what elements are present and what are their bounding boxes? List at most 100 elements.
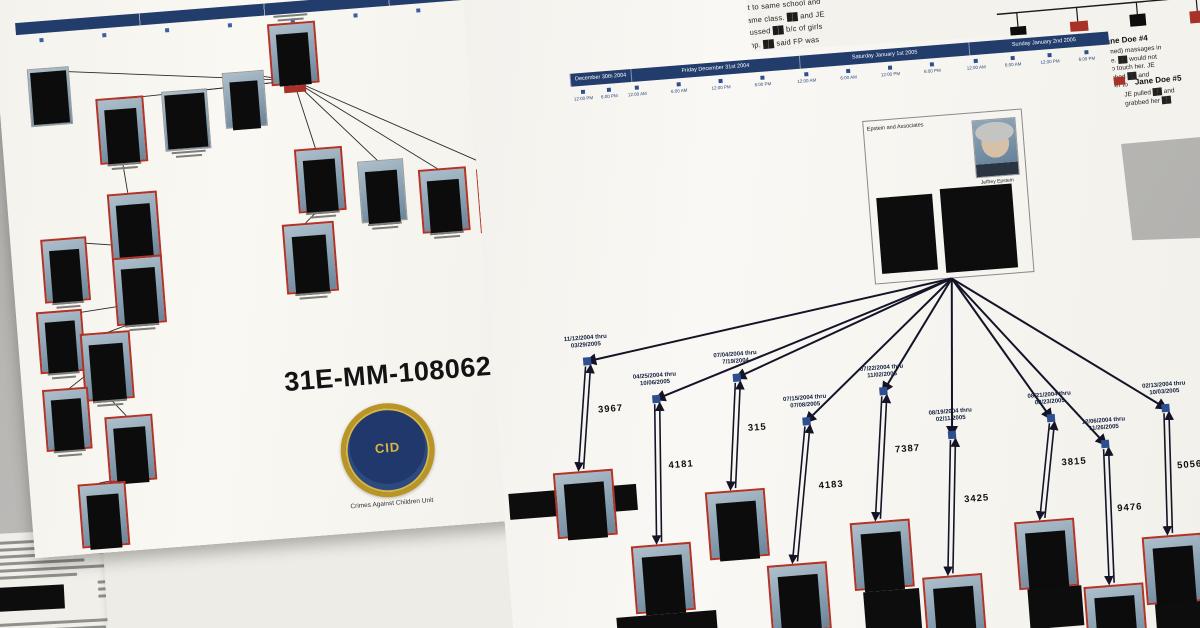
timeline-time: 6:00 PM	[1078, 55, 1096, 62]
redacted-photo	[1014, 518, 1079, 590]
branch-dates: 07/22/2004 thru 11/02/2005	[859, 363, 904, 380]
redaction-box	[48, 248, 84, 305]
timeline-tick	[888, 66, 892, 70]
right-chart-sheet: December 30th 2004 Friday December 31st …	[462, 0, 1200, 628]
branch-dates: 07/04/2004 thru 7/19/2004	[713, 350, 757, 366]
timeline-tick	[974, 59, 978, 63]
timeline-time: 12:00 PM	[880, 70, 901, 78]
branch-count: 3815	[1061, 455, 1088, 469]
redacted-photo	[281, 220, 340, 296]
redacted-photo	[77, 480, 131, 550]
redaction-box	[1189, 10, 1200, 24]
timeline-tick	[416, 8, 421, 13]
redaction-box	[89, 342, 127, 403]
redacted-photo	[705, 488, 770, 560]
branch-dates: 08/19/2004 thru 02/11/2005	[928, 407, 973, 424]
epstein-portrait	[971, 117, 1019, 178]
redaction-box	[863, 588, 922, 628]
redaction-box	[1152, 546, 1197, 607]
timeline-tick	[930, 62, 934, 66]
branch-node	[583, 357, 592, 366]
branch-dates: 11/12/2004 thru 03/29/2005	[563, 333, 608, 350]
timeline-tick	[677, 82, 681, 86]
branch-node	[802, 417, 811, 426]
redacted-photo	[417, 166, 471, 235]
redacted-photo	[553, 469, 618, 540]
branch-dates: 04/25/2004 thru 10/06/2005	[632, 371, 677, 388]
redaction-box	[364, 169, 401, 226]
timeline-tick	[164, 28, 170, 33]
timeline-tick	[353, 13, 358, 18]
redaction-box	[283, 84, 307, 94]
redacted-photo	[293, 145, 347, 215]
redaction-box	[778, 574, 823, 628]
timeline-tick	[635, 85, 639, 89]
redaction-box	[113, 426, 150, 485]
redaction-box	[1025, 531, 1070, 592]
redacted-photo	[111, 254, 167, 328]
redacted-photo	[106, 190, 162, 264]
timeline-time: 6:00 PM	[600, 93, 618, 100]
branch-count: 315	[747, 421, 768, 434]
redaction-box	[940, 184, 1018, 273]
branch-count: 7387	[894, 442, 921, 456]
photo-caption	[52, 301, 84, 309]
redaction-box	[291, 233, 331, 296]
timeline-day: Friday December 31st 2004	[630, 56, 800, 82]
redaction-box	[716, 501, 761, 562]
timeline-time: 12:00 PM	[711, 84, 731, 91]
redacted-photo	[160, 88, 212, 152]
redaction-box	[1027, 585, 1084, 628]
photo-caption	[172, 150, 206, 159]
redaction-box	[860, 532, 905, 593]
branch-node	[733, 373, 742, 382]
timeline-tick	[846, 69, 850, 73]
redaction-box	[44, 320, 79, 376]
redaction-box	[1094, 595, 1139, 628]
timeline-time: 12:00 AM	[966, 64, 986, 71]
branch-dates: 07/15/2004 thru 07/08/2005	[782, 393, 827, 410]
branch-count: 4181	[668, 458, 695, 472]
timeline-time: 6:00 PM	[923, 67, 941, 75]
photo-caption	[125, 323, 160, 332]
timeline-tick	[1084, 50, 1088, 54]
redacted-photo	[104, 413, 158, 485]
photo-caption	[48, 371, 80, 379]
timeline-tick	[804, 72, 808, 76]
redaction-box	[164, 92, 209, 150]
redaction-box	[86, 493, 123, 550]
redacted-photo	[631, 542, 696, 614]
timeline-time: 12:00 AM	[627, 90, 648, 98]
branch-count: 3967	[597, 402, 624, 416]
timeline-time: 6:00 AM	[670, 87, 688, 94]
redaction-box	[642, 555, 687, 616]
redaction-box	[1155, 600, 1200, 628]
redacted-photo	[95, 95, 149, 166]
timeline-time: 12:00 AM	[797, 77, 817, 84]
redacted-photo	[40, 236, 92, 305]
redacted-photo	[35, 308, 87, 376]
branch-count: 5056	[1176, 458, 1200, 472]
redacted-photo	[1142, 533, 1200, 605]
timeline-tick	[39, 37, 44, 43]
redaction-box	[564, 481, 609, 540]
timeline-tick	[1011, 56, 1015, 60]
case-number: 31E-MM-108062	[283, 350, 493, 398]
timeline-time: 6:00 PM	[754, 81, 772, 88]
redaction-box	[121, 267, 159, 328]
redacted-photo	[41, 386, 93, 453]
text-line	[0, 564, 107, 574]
redaction-box	[0, 584, 65, 613]
timeline-tick	[227, 23, 233, 28]
timeline-tick	[718, 79, 722, 83]
branch-node	[1101, 440, 1110, 449]
photo-caption	[430, 231, 464, 240]
redacted-photo	[922, 573, 987, 628]
cid-seal-caption: Crimes Against Children Unit	[350, 496, 434, 511]
redaction-box	[275, 32, 312, 88]
redaction-box	[876, 194, 938, 274]
redacted-photo	[221, 69, 268, 131]
redaction-box	[426, 178, 463, 235]
branch-node	[1161, 404, 1170, 413]
